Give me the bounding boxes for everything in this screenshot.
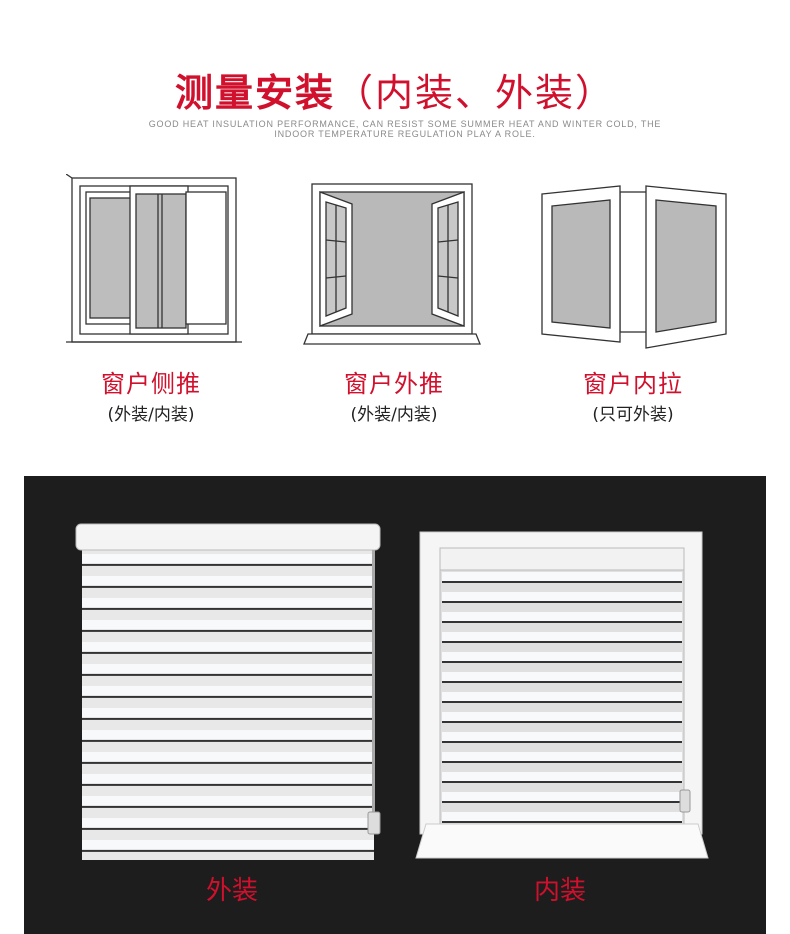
caption-inside-mount: 内装 <box>533 876 586 906</box>
blind-sheer-band <box>442 572 682 581</box>
blind-dark-band <box>82 673 374 676</box>
blind-sheer-band <box>442 732 682 741</box>
blind-sheer-band <box>442 752 682 761</box>
window-label-1: 窗户侧推 <box>101 370 201 398</box>
blind-sheer-band <box>82 752 374 762</box>
blind-dark-band <box>442 601 682 603</box>
blind-dark-band <box>82 761 374 764</box>
blind-sheer-band <box>82 708 374 718</box>
blind-dark-band <box>442 721 682 723</box>
blind-sheer-band <box>82 796 374 806</box>
subtitle-line-2: INDOOR TEMPERATURE REGULATION PLAY A ROL… <box>274 129 536 139</box>
blind-sheer-band <box>442 672 682 681</box>
blind-sheer-band <box>442 812 682 821</box>
window-note-3: (只可外装) <box>592 405 674 425</box>
blind-dark-band <box>82 827 374 830</box>
blind-dark-band <box>442 661 682 663</box>
blind-dark-band <box>442 821 682 823</box>
blind-dark-band <box>442 681 682 683</box>
blind-sheer-band <box>442 612 682 621</box>
blind-sheer-band <box>442 712 682 721</box>
blind-sheer-band <box>82 664 374 674</box>
window-label-2: 窗户外推 <box>344 370 444 398</box>
blind-dark-band <box>442 701 682 703</box>
blind-sheer-band <box>82 730 374 740</box>
page-title: 测量安装（内装、外装） <box>0 62 790 117</box>
blind-dark-band <box>442 761 682 763</box>
blind-dark-band <box>442 581 682 583</box>
blind-dark-band <box>442 801 682 803</box>
blind-sheer-band <box>82 642 374 652</box>
blind-sheer-band <box>82 774 374 784</box>
blind-sheer-band <box>82 598 374 608</box>
subtitle-line-1: GOOD HEAT INSULATION PERFORMANCE, CAN RE… <box>148 119 662 129</box>
window-note-2: (外装/内装) <box>350 405 438 425</box>
outward-casement-window-icon <box>303 183 481 345</box>
blind-dark-band <box>442 641 682 643</box>
title-main: 测量安装 <box>174 71 335 115</box>
blind-dark-band <box>442 621 682 623</box>
blind-sheer-band <box>82 620 374 630</box>
blind-dark-band <box>82 651 374 654</box>
title-suffix: （内装、外装） <box>335 71 616 115</box>
sliding-window-icon <box>66 174 242 343</box>
blind-sheer-band <box>82 818 374 828</box>
blind-dark-band <box>82 805 374 808</box>
blind-dark-band <box>82 585 374 588</box>
caption-outside-mount: 外装 <box>205 876 258 906</box>
page-subtitle: GOOD HEAT INSULATION PERFORMANCE, CAN RE… <box>120 119 690 139</box>
blind-sheer-band <box>442 692 682 701</box>
blind-sheer-band <box>442 592 682 601</box>
blind-dark-band <box>442 741 682 743</box>
blind-dark-band <box>82 717 374 720</box>
blind-dark-band <box>82 629 374 632</box>
blind-sheer-band <box>442 652 682 661</box>
blind-sheer-band <box>442 632 682 641</box>
blind-dark-band <box>82 563 374 566</box>
blind-sheer-band <box>82 840 374 850</box>
blind-dark-band <box>82 739 374 742</box>
blind-dark-band <box>442 781 682 783</box>
blind-dark-band <box>82 607 374 610</box>
blind-dark-band <box>82 695 374 698</box>
blind-dark-band <box>82 783 374 786</box>
blind-sheer-band <box>442 772 682 781</box>
blind-sheer-band <box>442 792 682 801</box>
window-label-3: 窗户内拉 <box>583 370 683 398</box>
blind-dark-band <box>82 849 374 852</box>
inward-casement-window-icon <box>541 185 727 349</box>
blind-sheer-band <box>82 686 374 696</box>
blind-sheer-band <box>82 554 374 564</box>
blind-sheer-band <box>82 576 374 586</box>
inside-mount-blind-image <box>415 531 709 859</box>
window-note-1: (外装/内装) <box>107 405 195 425</box>
outside-mount-blind-image <box>75 523 381 860</box>
